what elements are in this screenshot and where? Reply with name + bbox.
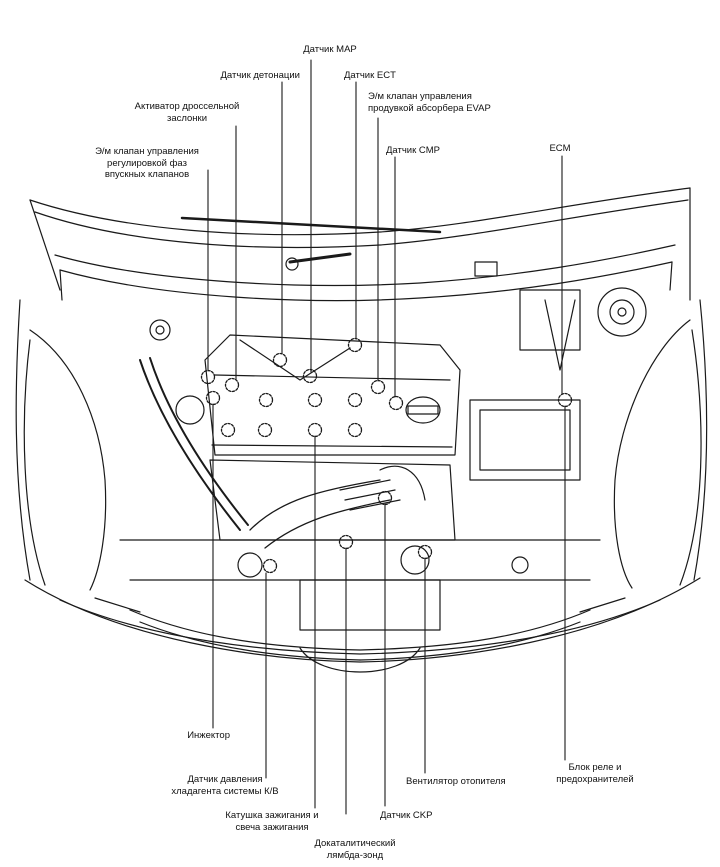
label-evap-solenoid: Э/м клапан управления продувкой абсорбер… bbox=[368, 91, 491, 114]
label-map-sensor: Датчик MAP bbox=[303, 44, 357, 55]
label-blower-fan: Вентилятор отопителя bbox=[406, 776, 506, 787]
label-ckp-sensor: Датчик CKP bbox=[380, 810, 433, 821]
label-throttle-actuator: Активатор дроссельной заслонки bbox=[134, 101, 240, 124]
label-ecm: ECM bbox=[549, 143, 571, 154]
label-intake-valve-timing-solenoid: Э/м клапан управления регулировкой фаз в… bbox=[95, 146, 199, 180]
car-body-outline bbox=[15, 187, 708, 673]
label-cmp-sensor: Датчик CMP bbox=[386, 145, 441, 156]
label-knock-sensor: Датчик детонации bbox=[220, 70, 300, 81]
label-ac-pressure-sensor: Датчик давления хладагента системы К/В bbox=[171, 774, 279, 797]
label-ect-sensor: Датчик ECT bbox=[344, 70, 396, 81]
label-injector: Инжектор bbox=[187, 730, 230, 741]
engine-assembly bbox=[119, 287, 647, 631]
label-pre-cat-o2-sensor: Докаталитический лямбда-зонд bbox=[314, 838, 396, 861]
leader-lines bbox=[207, 59, 566, 815]
label-relay-fuse-box: Блок реле и предохранителей bbox=[556, 762, 634, 785]
label-ignition-coil-plug: Катушка зажигания и свеча зажигания bbox=[225, 810, 319, 833]
